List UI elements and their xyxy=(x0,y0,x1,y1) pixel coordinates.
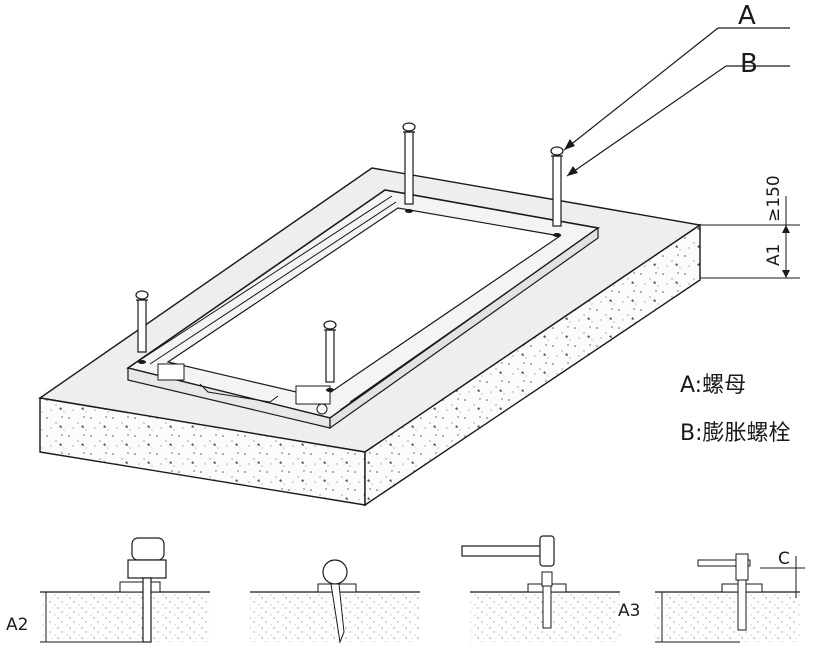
blower-bulb xyxy=(322,559,348,585)
step-hammer xyxy=(461,535,620,642)
frame-bolt-head xyxy=(316,403,328,415)
bracket-front-left xyxy=(157,363,185,381)
step-clean xyxy=(250,559,420,644)
step-c-label: C xyxy=(778,549,790,569)
callout-a-letter: A xyxy=(738,1,756,31)
callout-b-letter: B xyxy=(740,49,758,79)
step-tighten: A3 C xyxy=(618,549,805,643)
drill-head xyxy=(131,537,165,561)
step-a3-label: A3 xyxy=(618,601,640,621)
wrench xyxy=(697,559,751,567)
bolt-back-right xyxy=(550,146,564,227)
bolt-back-left xyxy=(402,122,416,205)
concrete-right-face xyxy=(364,223,701,507)
expansion-bolts xyxy=(135,122,564,383)
step-drill: A2 xyxy=(6,537,210,643)
hammer-handle xyxy=(461,545,543,557)
callout-b: B xyxy=(566,49,790,177)
step-a2-label: A2 xyxy=(6,615,28,635)
legend-expansion-bolt: B:膨胀螺栓 xyxy=(680,421,791,446)
dimension-a1-label: A1 xyxy=(764,244,784,266)
hammer-head xyxy=(539,535,555,567)
bolt-front-left xyxy=(135,290,149,353)
bracket-front-right xyxy=(295,385,331,405)
bolt-front-right xyxy=(323,320,337,383)
mounting-frame xyxy=(126,189,601,430)
legend-nut: A:螺母 xyxy=(680,373,746,398)
dimension-a1: A1 ≥150 xyxy=(700,175,800,279)
dimension-a1-value: ≥150 xyxy=(764,175,784,222)
callout-a: A xyxy=(563,1,790,151)
